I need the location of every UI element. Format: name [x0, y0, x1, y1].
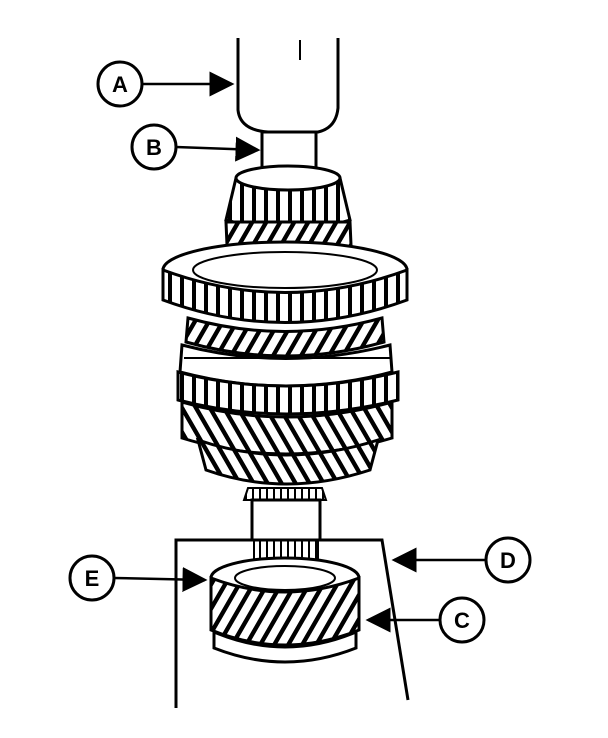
svg-text:E: E	[85, 566, 100, 591]
callout-A: A	[96, 60, 235, 108]
callout-C: C	[365, 596, 486, 644]
press-ram	[236, 38, 340, 134]
synchronizer-hub	[178, 316, 394, 388]
callout-B: B	[130, 123, 261, 171]
callout-E: E	[68, 554, 208, 602]
svg-text:D: D	[500, 548, 516, 573]
shaft-end	[260, 130, 318, 170]
large-gear-upper	[161, 240, 409, 324]
bottom-gear	[209, 556, 361, 664]
lower-helical-gear	[180, 400, 394, 486]
tapered-bearing	[224, 164, 352, 231]
svg-text:B: B	[146, 135, 162, 160]
svg-text:C: C	[454, 608, 470, 633]
callout-D: D	[391, 536, 532, 584]
middle-gear	[176, 370, 400, 416]
svg-text:A: A	[112, 72, 128, 97]
